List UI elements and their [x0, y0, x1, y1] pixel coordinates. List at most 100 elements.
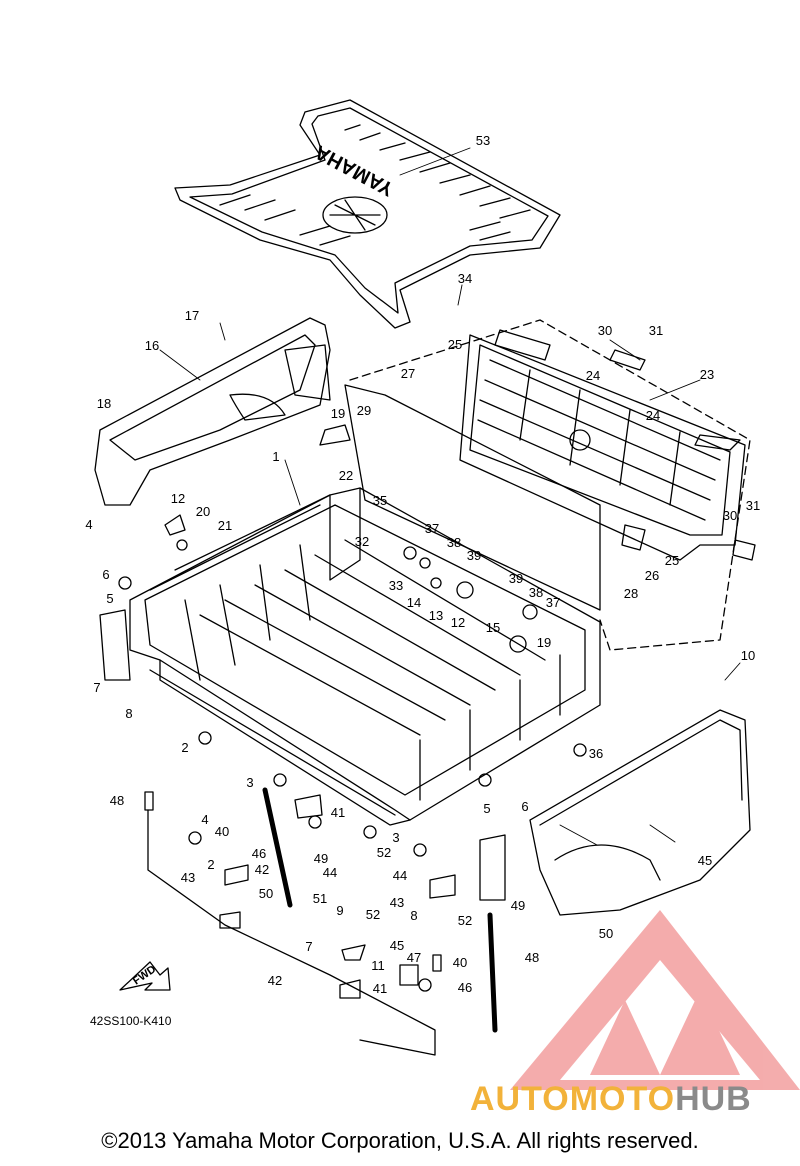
copyright-notice: ©2013 Yamaha Motor Corporation, U.S.A. A… [101, 1128, 699, 1153]
callout-46: 46 [252, 846, 266, 861]
callout-50: 50 [259, 886, 273, 901]
callout-8: 8 [410, 908, 417, 923]
callout-1: 1 [272, 449, 279, 464]
callout-41: 41 [373, 981, 387, 996]
callout-25: 25 [448, 337, 462, 352]
callout-52: 52 [377, 845, 391, 860]
callout-48: 48 [110, 793, 124, 808]
bed-mat [174, 99, 561, 329]
callout-23: 23 [700, 367, 714, 382]
callout-43: 43 [181, 870, 195, 885]
callout-24: 24 [586, 368, 600, 383]
reference-code: 42SS100-K410 [90, 1014, 172, 1028]
callout-34: 34 [458, 271, 472, 286]
callout-19: 19 [331, 406, 345, 421]
callout-35: 35 [373, 493, 387, 508]
callout-2: 2 [181, 740, 188, 755]
callout-37: 37 [546, 595, 560, 610]
callout-42: 42 [255, 862, 269, 877]
watermark-part2: HUB [675, 1080, 752, 1118]
callout-3: 3 [392, 830, 399, 845]
leader-lines [159, 147, 741, 846]
callout-43: 43 [390, 895, 404, 910]
callout-31: 31 [649, 323, 663, 338]
callout-14: 14 [407, 595, 421, 610]
callout-45: 45 [698, 853, 712, 868]
callout-36: 36 [589, 746, 603, 761]
callout-26: 26 [645, 568, 659, 583]
gas-strut-right [487, 912, 498, 1033]
callout-16: 16 [145, 338, 159, 353]
callout-37: 37 [425, 521, 439, 536]
callout-5: 5 [483, 801, 490, 816]
callout-41: 41 [331, 805, 345, 820]
callout-27: 27 [401, 366, 415, 381]
callout-9: 9 [336, 903, 343, 918]
callout-50: 50 [599, 926, 613, 941]
callout-31: 31 [746, 498, 760, 513]
callout-11: 11 [371, 958, 385, 973]
callout-39: 39 [509, 571, 523, 586]
watermark-part1: AUTOMOTO [470, 1080, 676, 1118]
callout-46: 46 [458, 980, 472, 995]
callout-29: 29 [357, 403, 371, 418]
callout-28: 28 [624, 586, 638, 601]
callout-7: 7 [93, 680, 100, 695]
callout-53: 53 [476, 133, 490, 148]
watermark-logo [510, 910, 800, 1090]
callout-25: 25 [665, 553, 679, 568]
callout-17: 17 [185, 308, 199, 323]
callout-13: 13 [429, 608, 443, 623]
callout-6: 6 [521, 799, 528, 814]
callout-4: 4 [201, 812, 208, 827]
callout-49: 49 [511, 898, 525, 913]
callout-5: 5 [106, 591, 113, 606]
callout-15: 15 [486, 620, 500, 635]
callout-30: 30 [598, 323, 612, 338]
tailgate [459, 334, 746, 561]
callout-19: 19 [537, 635, 551, 650]
callout-8: 8 [125, 706, 132, 721]
left-tail-bracket [99, 609, 131, 681]
callout-39: 39 [467, 548, 481, 563]
callout-40: 40 [215, 824, 229, 839]
callout-12: 12 [171, 491, 185, 506]
tailgate-plate [344, 384, 601, 611]
callout-51: 51 [313, 891, 327, 906]
callout-2: 2 [207, 857, 214, 872]
right-tail-bracket [479, 834, 506, 901]
callout-49: 49 [314, 851, 328, 866]
callout-52: 52 [366, 907, 380, 922]
callout-30: 30 [723, 508, 737, 523]
fwd-arrow-icon [119, 961, 171, 991]
callout-44: 44 [393, 868, 407, 883]
callout-32: 32 [355, 534, 369, 549]
callout-47: 47 [407, 950, 421, 965]
callout-38: 38 [529, 585, 543, 600]
hardware-parts [118, 329, 756, 999]
watermark-text: AUTOMOTOHUB [470, 1080, 752, 1119]
cargo-bed [129, 487, 601, 826]
callout-40: 40 [453, 955, 467, 970]
callout-52: 52 [458, 913, 472, 928]
right-side-panel [529, 709, 751, 916]
callout-10: 10 [741, 648, 755, 663]
callout-33: 33 [389, 578, 403, 593]
callout-18: 18 [97, 396, 111, 411]
callout-38: 38 [447, 535, 461, 550]
callout-48: 48 [525, 950, 539, 965]
callout-3: 3 [246, 775, 253, 790]
callout-12: 12 [451, 615, 465, 630]
callout-45: 45 [390, 938, 404, 953]
callout-42: 42 [268, 973, 282, 988]
callout-22: 22 [339, 468, 353, 483]
gas-strut-left [262, 787, 293, 908]
callout-44: 44 [323, 865, 337, 880]
latch-rod [147, 809, 436, 1056]
callout-21: 21 [218, 518, 232, 533]
tailgate-outline [349, 319, 751, 651]
callout-24: 24 [646, 408, 660, 423]
callout-7: 7 [305, 939, 312, 954]
